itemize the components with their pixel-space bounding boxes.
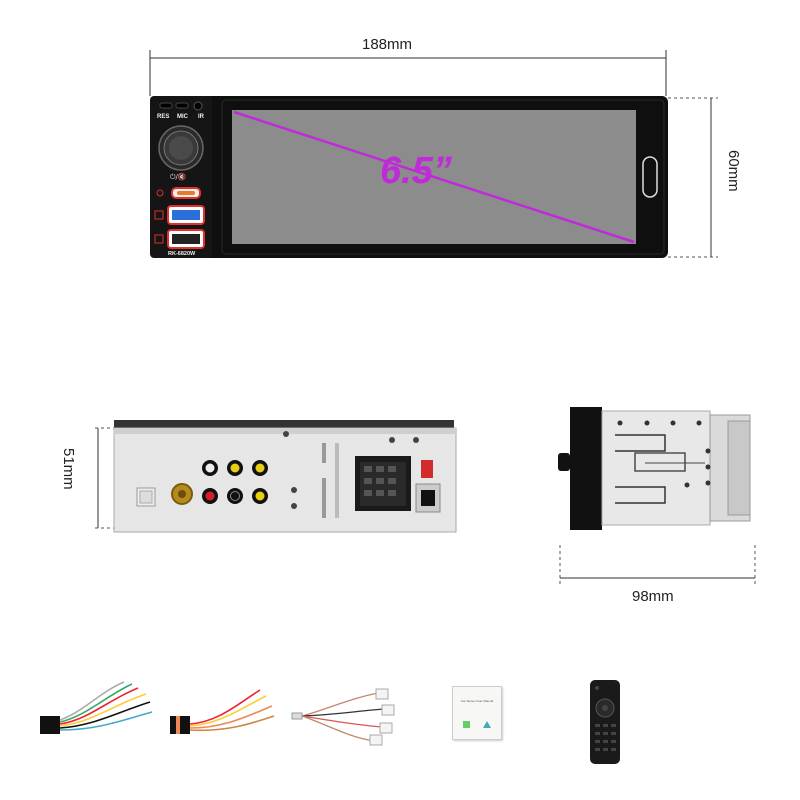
radio-back xyxy=(113,420,457,533)
rca-harness xyxy=(291,688,395,746)
depth-label: 98mm xyxy=(632,588,674,605)
radio-side xyxy=(558,407,751,530)
remote-control xyxy=(590,680,620,764)
height-dimension-line xyxy=(668,97,718,258)
port-label-res: RES xyxy=(157,114,170,120)
power-harness xyxy=(40,681,153,734)
width-label: 188mm xyxy=(362,36,413,53)
user-manual: Car Stereo User Manual xyxy=(452,686,502,740)
width-dimension-line xyxy=(149,50,667,96)
manual-logo-icon xyxy=(463,721,470,728)
manual-logo-icon-2 xyxy=(483,721,491,728)
svg-text:⏻/🔇: ⏻/🔇 xyxy=(170,172,187,181)
model-label: RK-6820W xyxy=(168,251,196,257)
radio-front: ⏻/🔇 xyxy=(150,96,668,258)
port-label-mic: MIC xyxy=(177,114,188,120)
speaker-harness xyxy=(170,687,275,734)
screen-size-label: 6.5” xyxy=(380,150,452,192)
manual-title: Car Stereo User Manual xyxy=(460,699,494,703)
port-label-ir: IR xyxy=(198,114,204,120)
depth-dimension-line xyxy=(559,545,756,584)
